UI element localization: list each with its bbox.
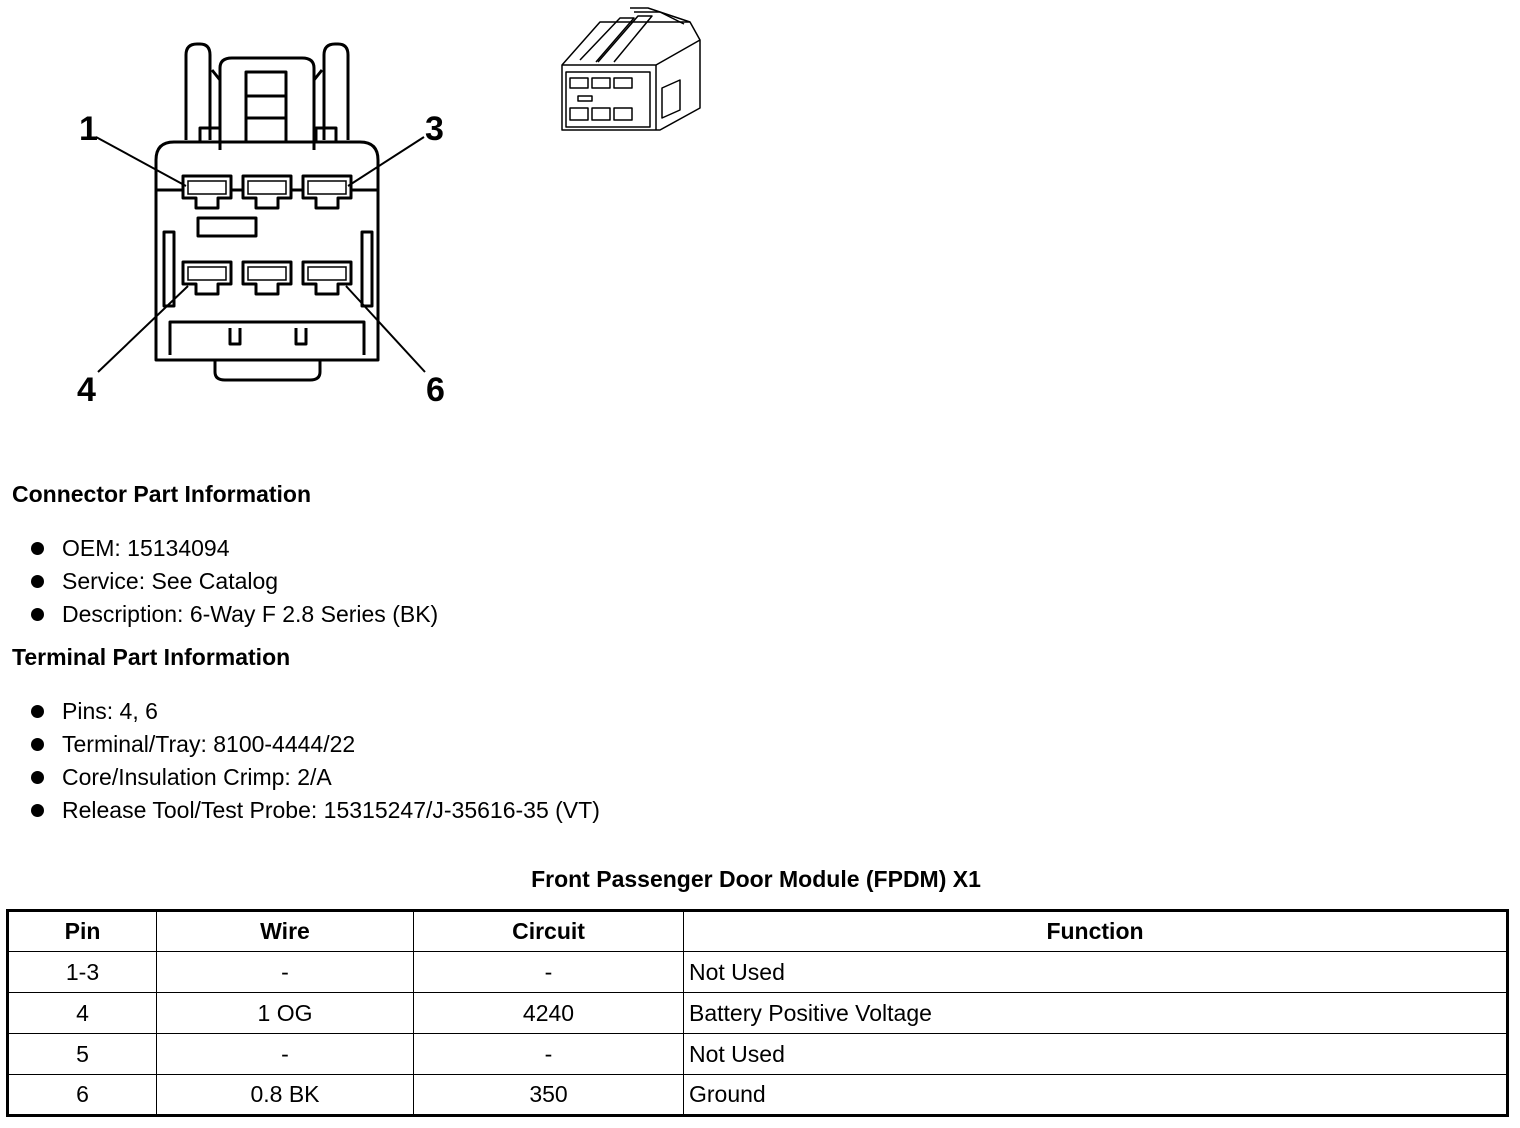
cell-pin: 6: [7, 1074, 157, 1116]
polarization-slot: [196, 216, 258, 238]
column-header-function: Function: [683, 910, 1508, 952]
cell-pin: 1-3: [7, 951, 157, 993]
connector-latch-right: [322, 42, 350, 140]
connector-info-description: Description: 6-Way F 2.8 Series (BK): [30, 598, 438, 631]
table-row: 4 1 OG 4240 Battery Positive Voltage: [7, 992, 1508, 1034]
pin-label-4: 4: [77, 371, 96, 409]
leader-line-pin-4: [97, 285, 189, 373]
terminal-info-tray: Terminal/Tray: 8100-4444/22: [30, 728, 600, 761]
terminal-part-info-list: Pins: 4, 6 Terminal/Tray: 8100-4444/22 C…: [30, 695, 600, 827]
terminal-info-pins: Pins: 4, 6: [30, 695, 600, 728]
pin-label-3: 3: [425, 110, 444, 148]
cell-circuit: 350: [413, 1074, 684, 1116]
pin-label-6: 6: [426, 371, 445, 409]
leader-line-pin-1: [95, 136, 187, 187]
cell-function: Battery Positive Voltage: [683, 992, 1508, 1034]
cell-wire: 1 OG: [156, 992, 414, 1034]
connector-latch-left: [184, 42, 212, 140]
pin-table: Pin Wire Circuit Function 1-3 - - Not Us…: [6, 909, 1509, 1117]
column-header-wire: Wire: [156, 910, 414, 952]
table-header-row: Pin Wire Circuit Function: [7, 910, 1508, 952]
cell-wire: -: [156, 1033, 414, 1075]
connector-center-latch: [218, 56, 316, 150]
pin-table-title: Front Passenger Door Module (FPDM) X1: [531, 866, 981, 892]
terminal-info-crimp: Core/Insulation Crimp: 2/A: [30, 761, 600, 794]
cell-function: Not Used: [683, 1033, 1508, 1075]
cell-circuit: -: [413, 1033, 684, 1075]
cavity-pin-6: [301, 260, 353, 296]
cell-circuit: 4240: [413, 992, 684, 1034]
table-row: 6 0.8 BK 350 Ground: [7, 1074, 1508, 1116]
connector-housing: [154, 140, 380, 362]
cell-wire: 0.8 BK: [156, 1074, 414, 1116]
column-header-pin: Pin: [7, 910, 157, 952]
cavity-pin-2: [241, 174, 293, 210]
table-row: 1-3 - - Not Used: [7, 951, 1508, 993]
column-header-circuit: Circuit: [413, 910, 684, 952]
connector-info-oem: OEM: 15134094: [30, 532, 438, 565]
terminal-part-info-heading: Terminal Part Information: [12, 644, 291, 670]
cell-pin: 4: [7, 992, 157, 1034]
cavity-pin-4: [181, 260, 233, 296]
leader-line-pin-3: [347, 136, 425, 187]
connector-part-info-list: OEM: 15134094 Service: See Catalog Descr…: [30, 532, 438, 631]
cell-pin: 5: [7, 1033, 157, 1075]
connector-part-info-heading: Connector Part Information: [12, 481, 312, 507]
leader-line-pin-6: [345, 285, 426, 373]
pin-label-1: 1: [79, 110, 98, 148]
cell-wire: -: [156, 951, 414, 993]
connector-isometric-view: [561, 7, 701, 131]
table-row: 5 - - Not Used: [7, 1033, 1508, 1075]
cell-circuit: -: [413, 951, 684, 993]
cavity-pin-1: [181, 174, 233, 210]
terminal-info-release-tool: Release Tool/Test Probe: 15315247/J-3561…: [30, 794, 600, 827]
connector-bottom-lock: [213, 360, 322, 382]
cell-function: Ground: [683, 1074, 1508, 1116]
connector-info-service: Service: See Catalog: [30, 565, 438, 598]
cell-function: Not Used: [683, 951, 1508, 993]
connector-face-diagram: 1 3 4 6: [77, 42, 445, 409]
cavity-pin-5: [241, 260, 293, 296]
